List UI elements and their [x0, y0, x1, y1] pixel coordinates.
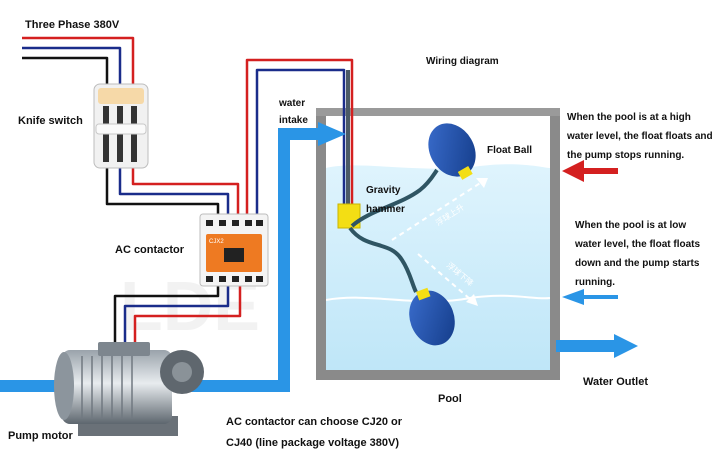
- contactor-choice-note: AC contactor can choose CJ20 or CJ40 (li…: [226, 416, 403, 449]
- wire-in-blue: [22, 46, 122, 84]
- intake-pipe: [188, 128, 322, 392]
- wire-switch-contactor-blue: [118, 168, 230, 214]
- low-level-arrow: [562, 289, 618, 305]
- float-cable-upper: [350, 168, 439, 228]
- contactor-brand-label: CJX2: [209, 239, 224, 245]
- knife-switch-handle[interactable]: [95, 123, 147, 135]
- pool-label: Pool: [438, 393, 462, 405]
- wire-motor-red: [133, 286, 242, 348]
- motor-end-cap: [54, 352, 74, 420]
- gravity-hammer-label: Gravity hammer: [366, 185, 405, 215]
- pool-water: [326, 164, 550, 370]
- knife-switch-top-cap: [98, 88, 144, 104]
- arrow-float-rise-head: [476, 178, 488, 188]
- pump-volute-center: [172, 362, 192, 382]
- arrow-float-drop: [417, 253, 479, 307]
- outlet-arrow-head: [614, 334, 638, 358]
- float-ball-lower: [409, 287, 455, 346]
- wire-control-blue: [255, 68, 346, 214]
- contactor-button[interactable]: [224, 248, 244, 262]
- wiring-diagram-title: Wiring diagram: [426, 56, 499, 67]
- water-outlet-label: Water Outlet: [583, 376, 648, 388]
- wire-control-red: [245, 58, 354, 214]
- wire-motor-black: [113, 286, 220, 348]
- low-water-wave: [325, 294, 551, 303]
- wire-in-black: [22, 56, 109, 84]
- contactor-top-terminals: [206, 220, 263, 226]
- three-phase-label: Three Phase 380V: [25, 19, 120, 31]
- pool-wall-top: [316, 108, 560, 116]
- knife-switch-label: Knife switch: [18, 115, 83, 127]
- ac-contactor[interactable]: CJX2: [199, 213, 269, 287]
- wire-switch-contactor-red: [131, 168, 240, 214]
- pool-wall-bottom: [316, 370, 560, 380]
- ac-contactor-label: AC contactor: [115, 244, 185, 256]
- motor-terminal-box: [98, 342, 150, 356]
- pump-motor[interactable]: [54, 342, 204, 436]
- float-ball-label: Float Ball: [487, 145, 533, 156]
- pipes: [0, 122, 638, 392]
- contactor-bottom-terminals: [206, 276, 263, 282]
- float-motion-arrows: [391, 177, 489, 307]
- wires: [22, 36, 354, 348]
- pool-wall-right: [550, 108, 560, 378]
- pump-motor-label: Pump motor: [8, 430, 73, 442]
- high-level-note: When the pool is at a high water level, …: [567, 112, 713, 161]
- wire-motor-blue: [123, 286, 230, 348]
- arrow-float-drop-head: [466, 294, 478, 306]
- low-level-note: When the pool is at low water level, the…: [575, 220, 701, 288]
- wire-switch-contactor-black: [105, 168, 220, 214]
- float-ball-upper: [428, 123, 476, 180]
- motor-body: [62, 350, 172, 424]
- knife-switch[interactable]: [93, 83, 149, 169]
- float-cable-lower: [348, 226, 418, 293]
- float-switch: [337, 70, 476, 346]
- arrow-float-rise: [391, 177, 489, 241]
- water-intake-label: water intake: [279, 98, 308, 126]
- high-level-arrow: [562, 160, 618, 182]
- wire-in-red: [22, 36, 135, 84]
- pool-wall-left: [316, 108, 326, 378]
- motor-cooling-fins: [81, 356, 133, 418]
- intake-arrow-head: [318, 122, 346, 146]
- pool: [316, 108, 560, 380]
